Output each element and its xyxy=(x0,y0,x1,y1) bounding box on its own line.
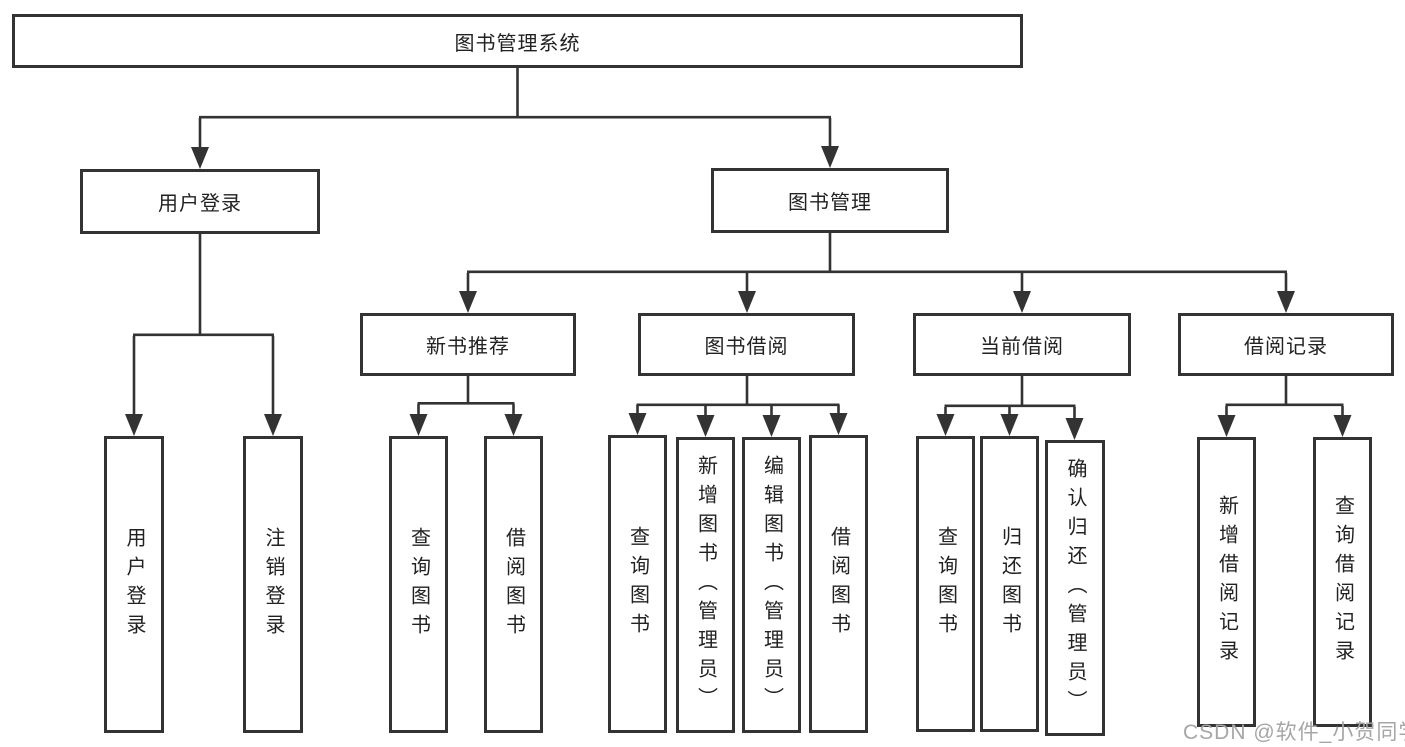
arrowhead xyxy=(1000,414,1019,436)
leaf-current-query-books: 查询图书 xyxy=(916,436,975,732)
arrowhead xyxy=(1333,415,1352,437)
arrowhead xyxy=(738,291,756,313)
node-current-borrow: 当前借阅 xyxy=(913,313,1131,376)
leaf-current-confirm-return-admin: 确认归还（管理员） xyxy=(1045,440,1105,736)
leaf-borrow-query-books: 查询图书 xyxy=(608,435,667,733)
leaf-borrow-lend-books: 借阅图书 xyxy=(809,435,868,733)
node-book-borrow: 图书借阅 xyxy=(638,313,855,376)
arrowhead xyxy=(829,413,848,435)
edge-current-to-leaves xyxy=(944,375,1076,420)
leaf-borrow-add-books-admin: 新增图书（管理员） xyxy=(676,437,735,733)
leaf-rec-borrow-books: 借阅图书 xyxy=(484,436,543,733)
arrowhead xyxy=(696,415,715,437)
arrowhead xyxy=(936,414,955,436)
arrowhead xyxy=(628,413,647,435)
arrowhead xyxy=(504,414,523,436)
arrowhead xyxy=(125,414,143,436)
leaf-user-login: 用户登录 xyxy=(104,436,164,733)
leaf-borrow-edit-books-admin: 编辑图书（管理员） xyxy=(742,437,801,733)
node-borrow-records: 借阅记录 xyxy=(1178,313,1394,376)
arrowhead xyxy=(1217,415,1236,437)
arrowhead xyxy=(762,415,781,437)
arrowhead xyxy=(191,147,209,169)
arrowhead xyxy=(1013,291,1031,313)
edge-lines xyxy=(132,68,1344,420)
arrowhead xyxy=(1277,291,1295,313)
arrowheads xyxy=(125,146,1352,440)
arrowhead xyxy=(409,414,428,436)
leaf-logout: 注销登录 xyxy=(243,436,303,733)
edge-login-to-leaves xyxy=(132,233,275,417)
edge-borrow-to-leaves xyxy=(636,375,840,418)
node-book-management: 图书管理 xyxy=(711,168,949,233)
leaf-records-add-record: 新增借阅记录 xyxy=(1197,437,1256,727)
edge-rec-to-leaves xyxy=(417,375,515,417)
arrowhead xyxy=(459,291,477,313)
leaf-rec-query-books: 查询图书 xyxy=(389,436,448,733)
node-user-login: 用户登录 xyxy=(80,169,320,234)
edge-manage-to-level3 xyxy=(466,232,1288,294)
edge-root-to-level2 xyxy=(198,68,832,150)
edge-records-to-leaves xyxy=(1225,375,1344,418)
arrowhead xyxy=(821,146,839,168)
arrowhead xyxy=(264,414,282,436)
node-new-book-recommend: 新书推荐 xyxy=(360,313,576,376)
node-root: 图书管理系统 xyxy=(12,14,1023,68)
csdn-watermark: CSDN @软件_小贺同学 xyxy=(1183,721,1405,744)
leaf-records-query-record: 查询借阅记录 xyxy=(1313,437,1372,727)
leaf-current-return-books: 归还图书 xyxy=(980,436,1039,732)
arrowhead xyxy=(1065,418,1084,440)
